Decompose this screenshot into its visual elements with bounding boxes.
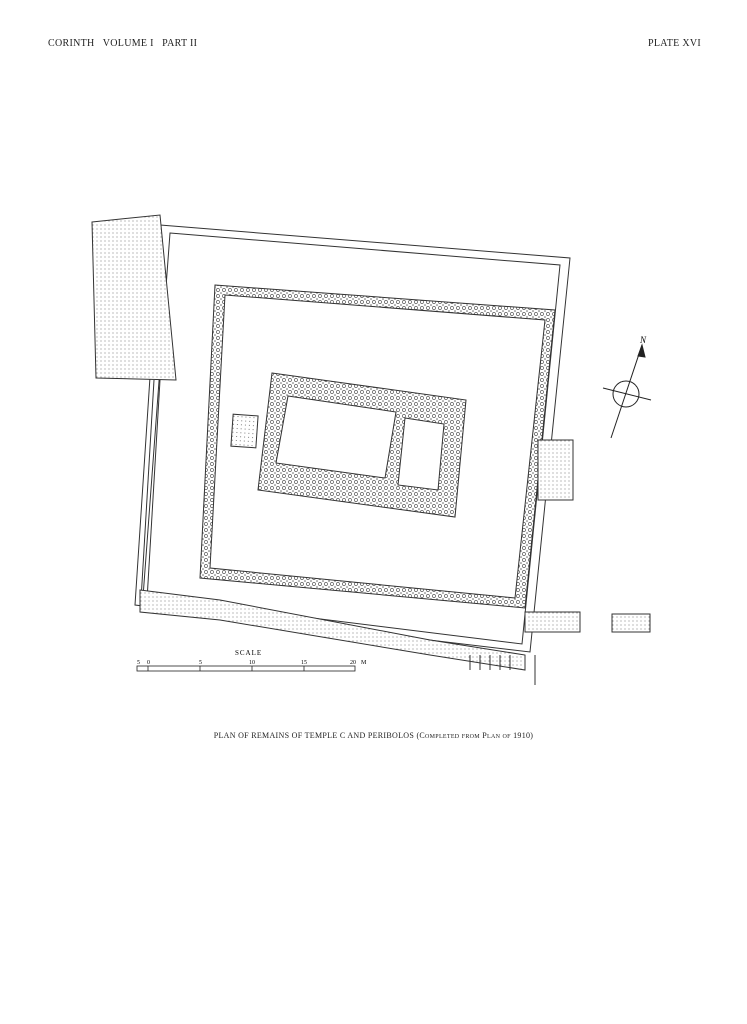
scale-tick: 10: [249, 660, 255, 666]
north-arrow: [602, 343, 652, 439]
scale-tick: 5: [137, 660, 140, 666]
scale-tick: 20: [350, 660, 356, 666]
north-label: N: [639, 335, 647, 345]
caption-title: PLAN OF REMAINS OF TEMPLE C AND PERIBOLO…: [213, 731, 415, 740]
steps: [469, 655, 511, 670]
scale-unit: M: [361, 660, 367, 666]
scale-bar: [136, 665, 356, 672]
scale-tick: 15: [301, 660, 307, 666]
temple-cella: [275, 395, 397, 479]
east-projection: [537, 439, 574, 501]
northwest-structures: [91, 214, 177, 381]
plate-number: PLATE XVI: [648, 38, 701, 49]
plate-caption: PLAN OF REMAINS OF TEMPLE C AND PERIBOLO…: [0, 731, 747, 740]
peribolos-outer-wall: [134, 224, 571, 653]
caption-note: (Completed from Plan of 1910): [416, 731, 534, 740]
altar-block: [230, 413, 259, 449]
scale-tick: 0: [147, 660, 150, 666]
scale-title: SCALE: [235, 649, 262, 657]
scale-tick: 5: [199, 660, 202, 666]
running-head: CORINTH VOLUME I PART II: [48, 38, 198, 49]
